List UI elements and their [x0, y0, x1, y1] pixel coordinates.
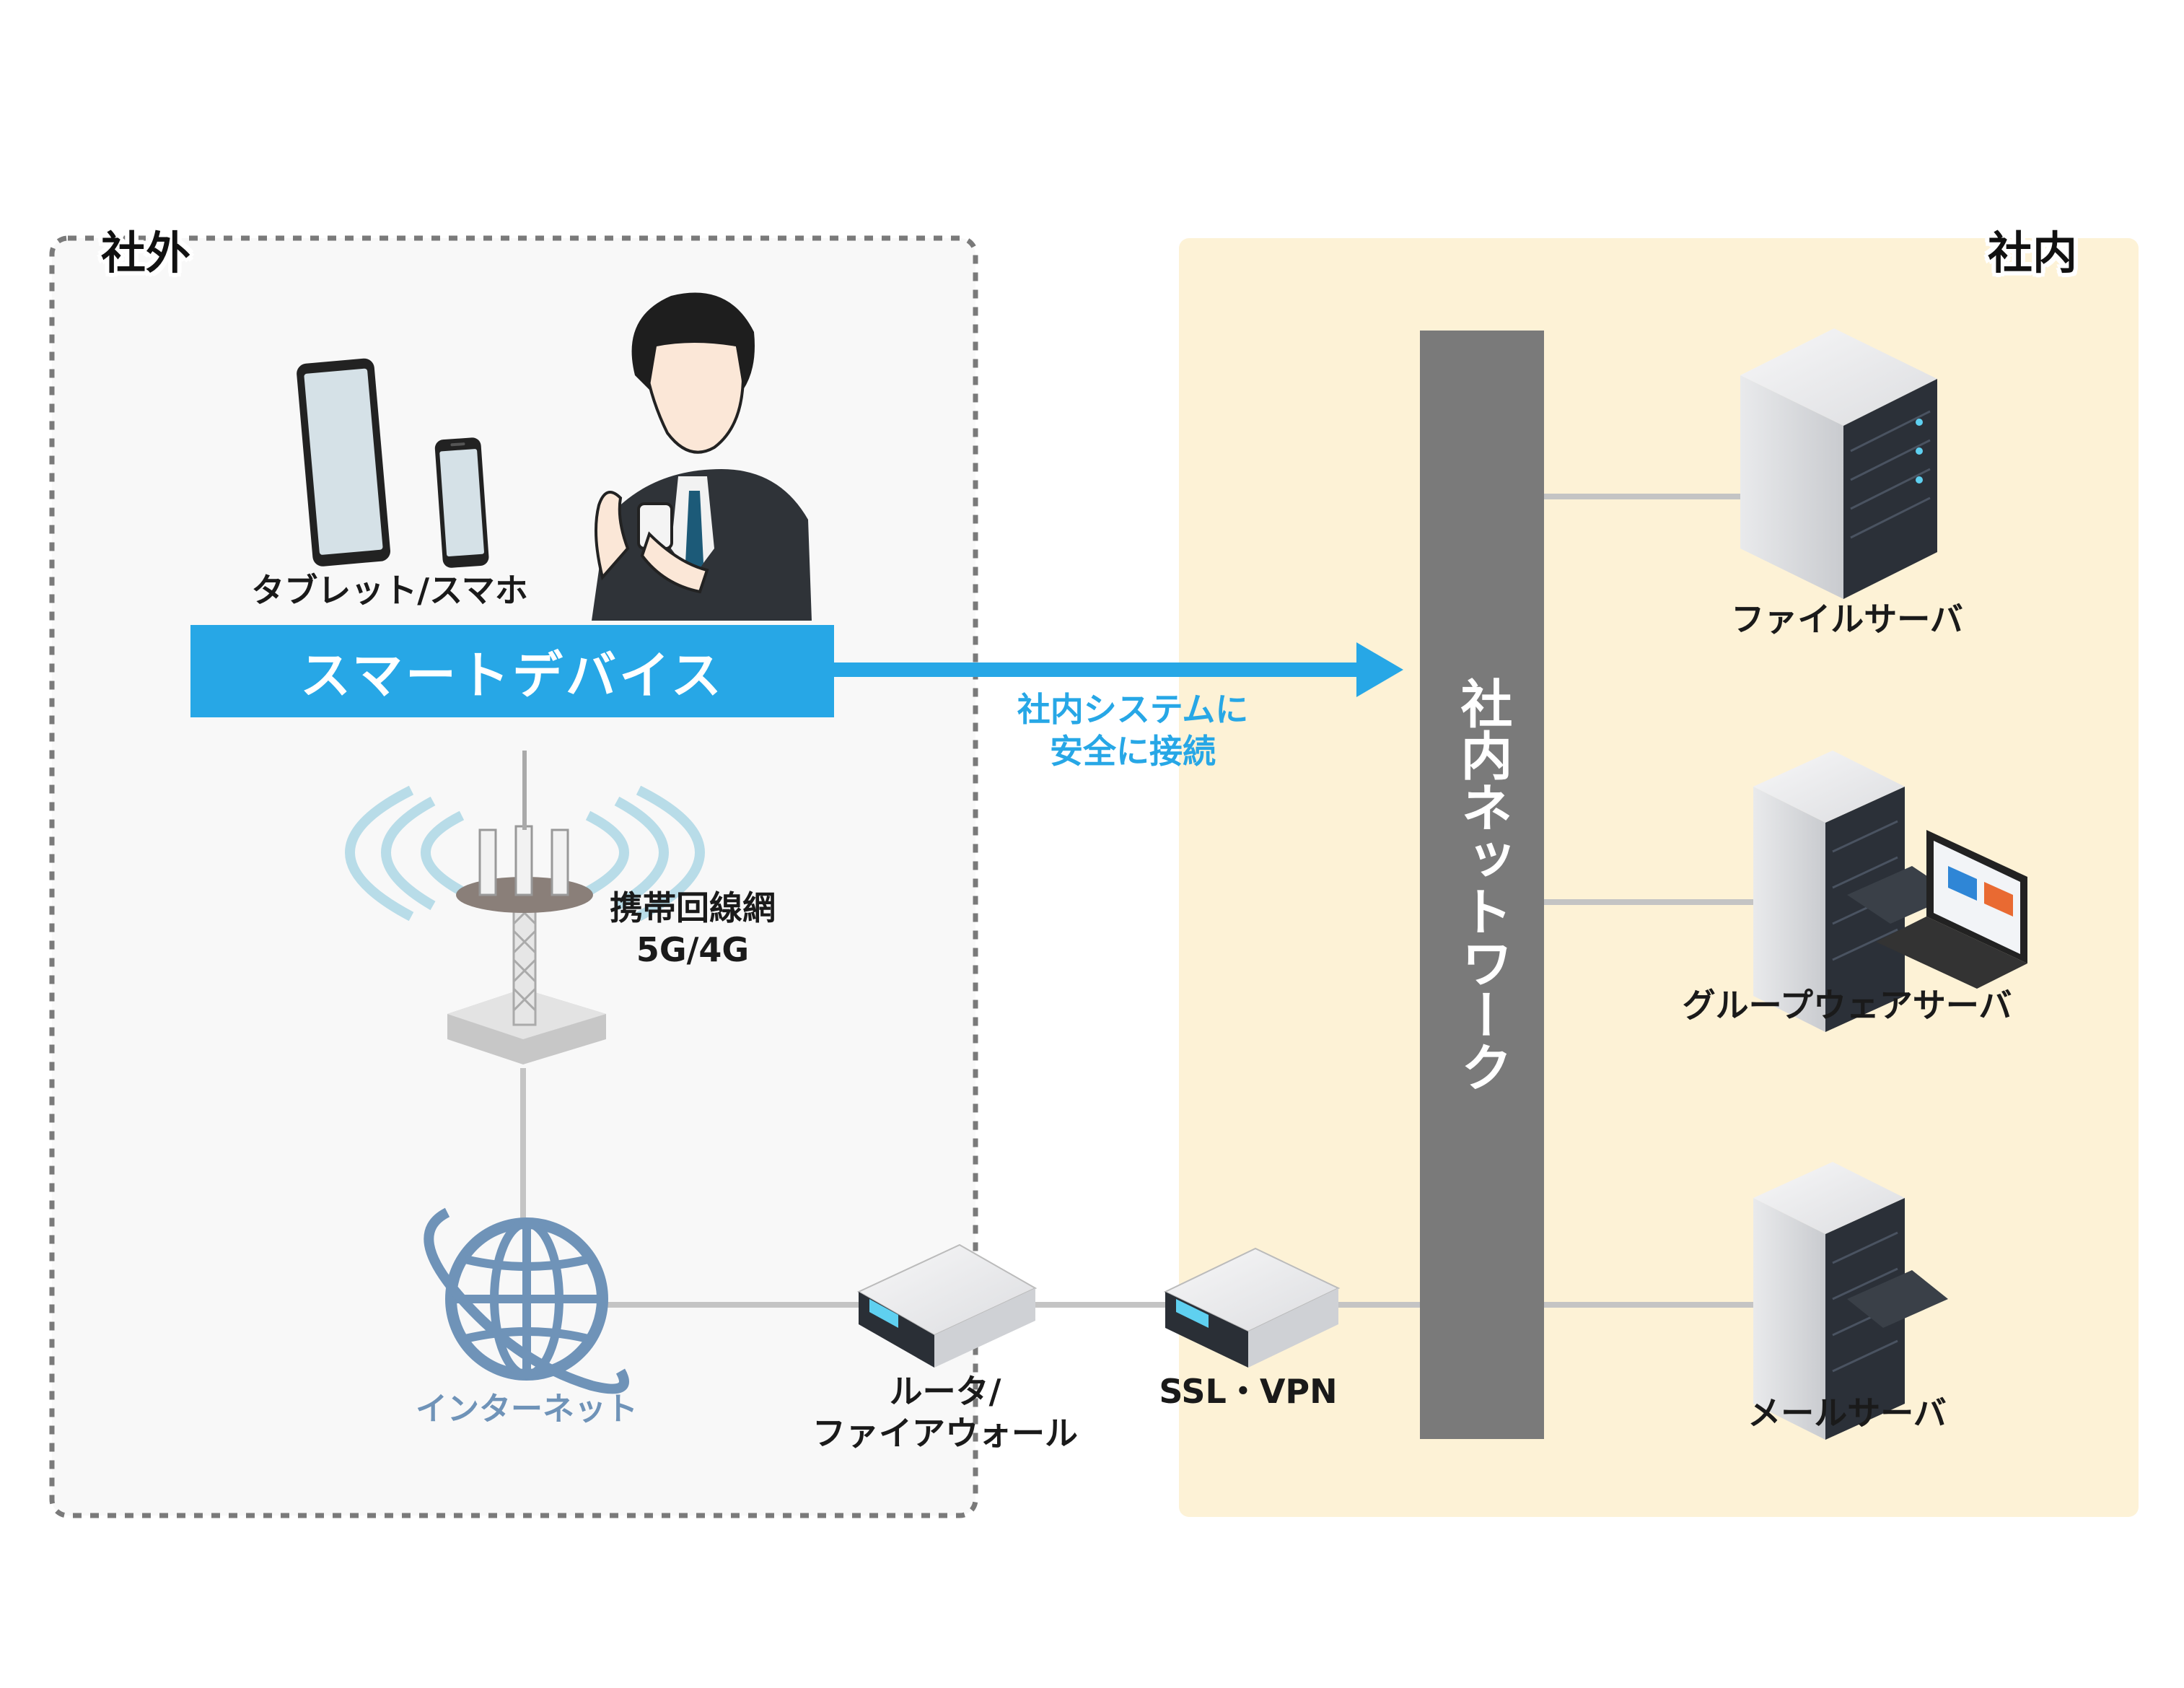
server-icon — [1740, 328, 1937, 599]
outside-zone-title: 社外 — [101, 227, 191, 279]
secure-connect-label-line1: 社内システムに — [1017, 690, 1249, 729]
secure-connect-label-line2: 安全に接続 — [1050, 731, 1216, 771]
mobile-network-label-line2: 5G/4G — [636, 930, 750, 969]
groupware-server-label: グループウェアサーバ — [1682, 986, 2012, 1025]
secure-connect-label: 社内システムに 安全に接続 — [960, 689, 1306, 772]
tablet-phone-label: タブレット/スマホ — [251, 571, 528, 610]
server-icon — [1753, 1162, 1948, 1440]
router-icon — [856, 1243, 1038, 1368]
vpn-appliance-icon — [1163, 1247, 1341, 1368]
inside-zone-title: 社内 — [1988, 227, 2078, 279]
mobile-network-label: 携帯回線網 5G/4G — [592, 888, 794, 971]
globe-icon — [424, 1207, 629, 1394]
mail-server-label: メールサーバ — [1747, 1394, 1947, 1433]
ssl-vpn-label: SSL・VPN — [1159, 1372, 1338, 1411]
smart-device-banner: スマートデバイス — [190, 625, 834, 717]
file-server-label: ファイルサーバ — [1731, 600, 1963, 639]
server-icon — [1753, 751, 1955, 1032]
router-label: ルータ/ ファイアウォール — [779, 1371, 1111, 1454]
internet-label: インターネット — [416, 1391, 638, 1427]
router-label-line1: ルータ/ — [889, 1372, 1001, 1411]
secure-connection-arrow — [830, 642, 1403, 697]
businessman-icon — [592, 292, 812, 621]
tablet-icon — [297, 358, 391, 567]
router-label-line2: ファイアウォール — [812, 1413, 1078, 1453]
smartphone-icon — [434, 437, 489, 568]
mobile-network-label-line1: 携帯回線網 — [610, 888, 776, 927]
internal-network-label: 社内ネットワーク — [1452, 677, 1512, 1093]
internal-network-bar: 社内ネットワーク — [1420, 331, 1544, 1439]
cell-tower-icon — [345, 751, 705, 1064]
connector-lines — [520, 494, 1753, 1308]
outside-zone — [49, 235, 978, 1518]
laptop-icon — [1876, 830, 2027, 989]
